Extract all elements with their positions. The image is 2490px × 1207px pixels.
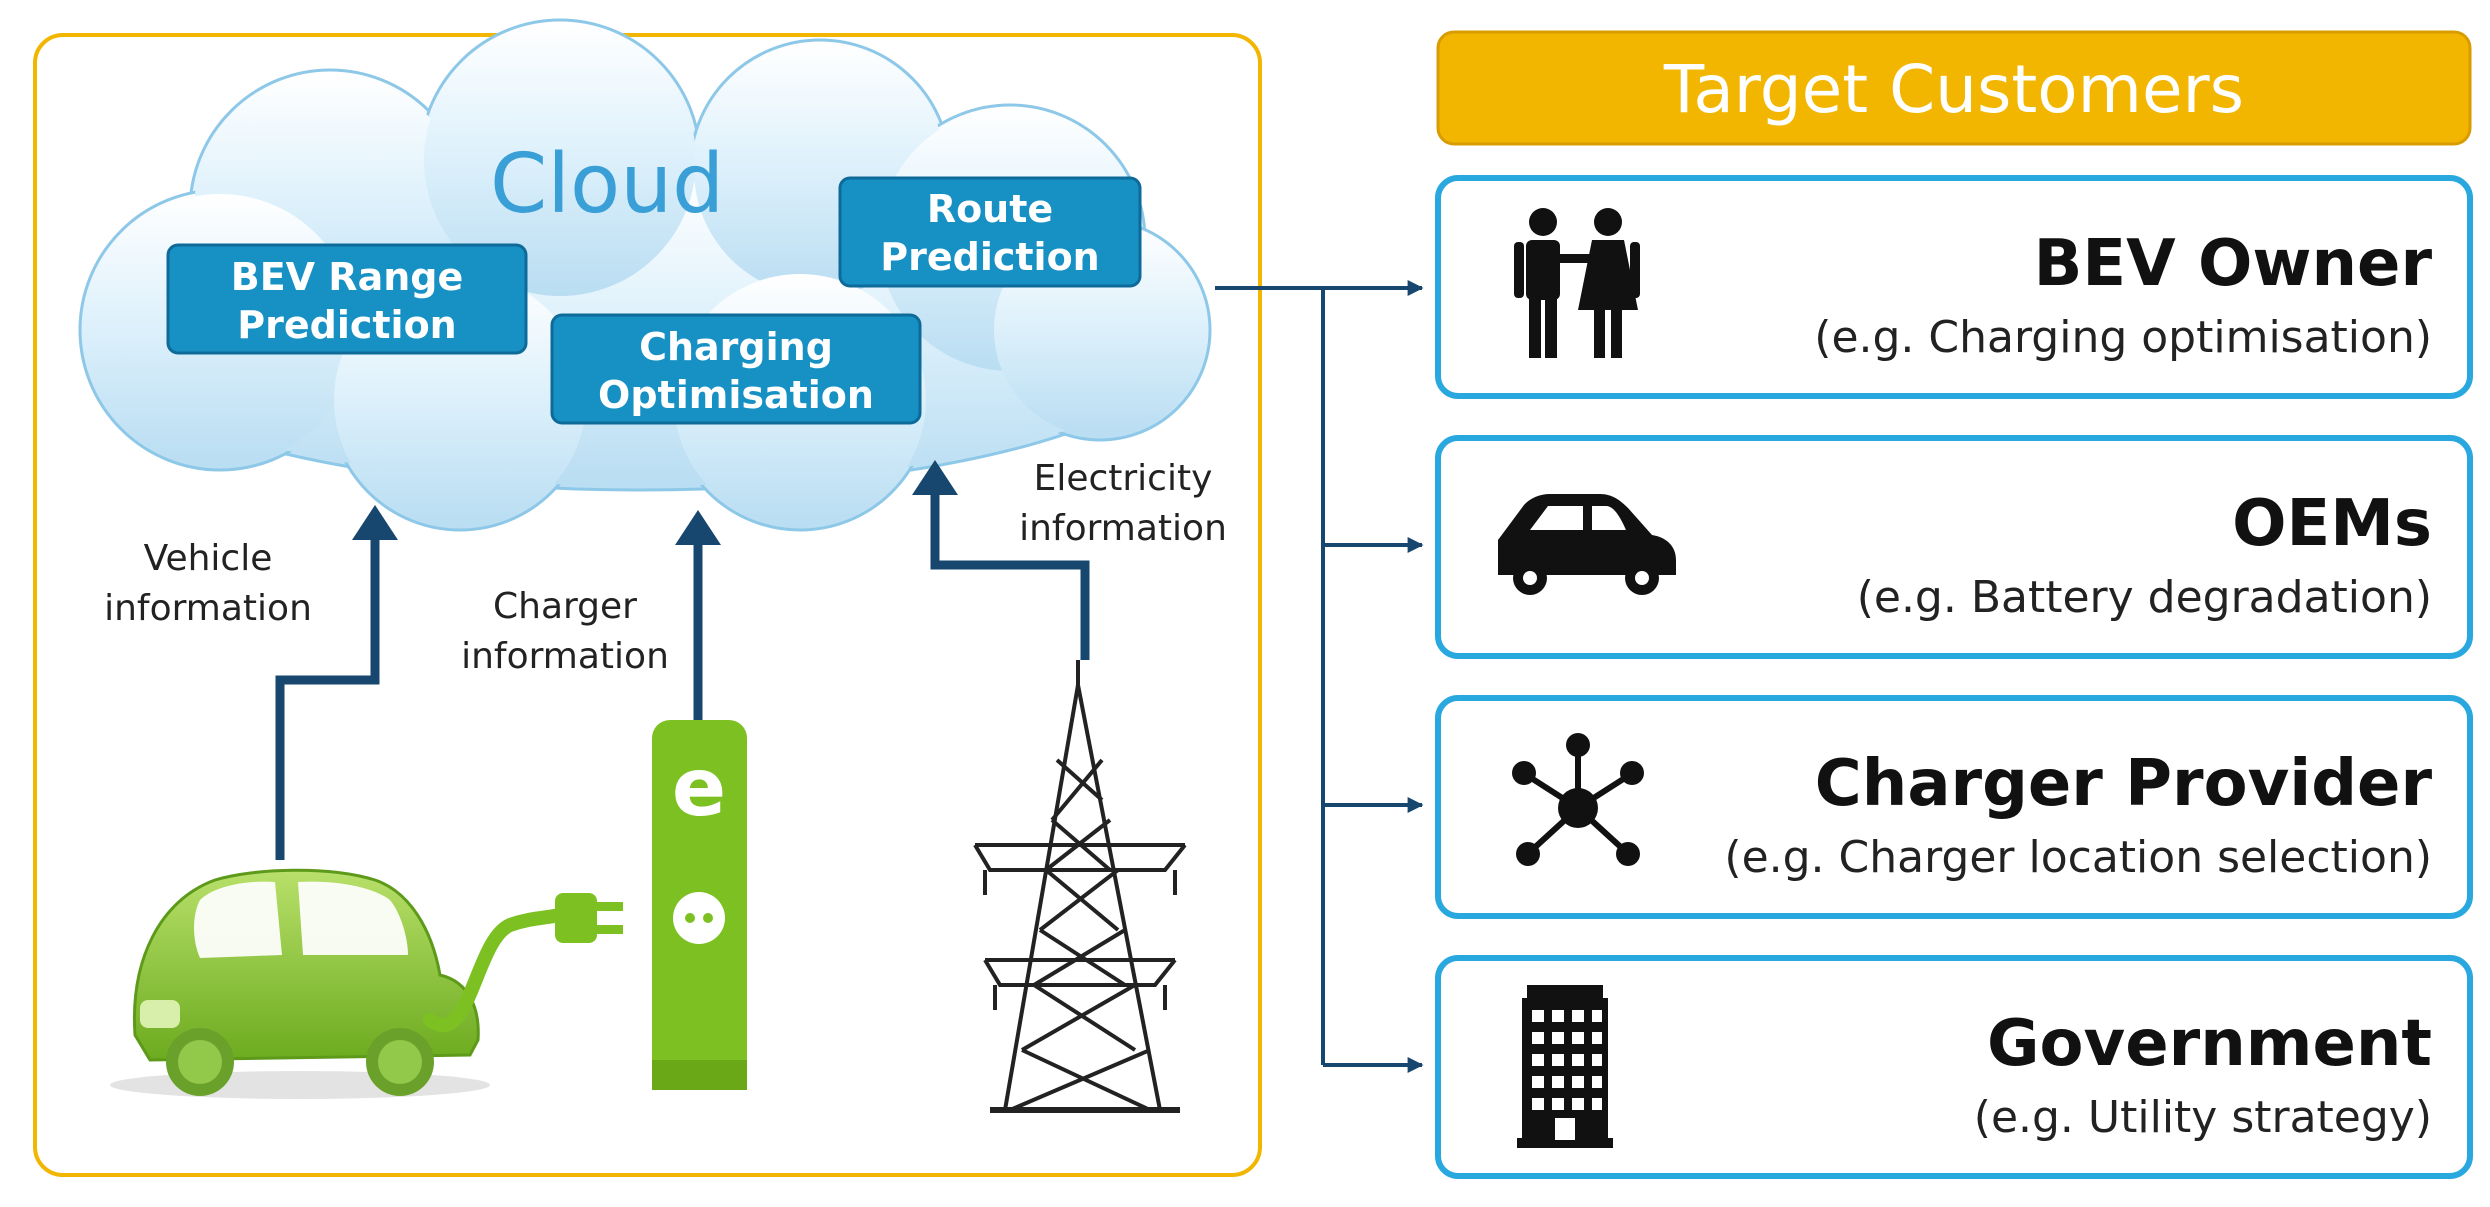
customer-name-charger-provider: Charger Provider [1815,747,2433,821]
service-charging-line2: Optimisation [598,373,874,417]
target-customers-title: Target Customers [1663,51,2244,128]
vehicle-arrowhead [352,505,398,540]
customer-card-bev-owner: BEV Owner (e.g. Charging optimisation) [1435,175,2473,399]
customer-example-charger-provider: (e.g. Charger location selection) [1724,832,2432,883]
service-bev-range-line1: BEV Range [231,255,464,299]
vehicle-info-line2: information [104,588,312,629]
charger-info-line2: information [461,636,669,677]
charger-arrowhead [675,510,721,545]
electricity-info-line2: information [1019,508,1227,549]
electric-car-icon [110,868,490,1099]
customer-example-oems: (e.g. Battery degradation) [1857,572,2432,623]
car-icon [1498,494,1676,595]
electricity-arrowhead [912,460,958,495]
electricity-info-line1: Electricity [1034,458,1213,499]
customer-name-government: Government [1987,1007,2432,1081]
service-bev-range-line2: Prediction [237,303,456,347]
cloud-title: Cloud [490,137,724,232]
customer-name-bev-owner: BEV Owner [2034,227,2433,301]
target-customers-header [1436,30,2472,146]
customer-card-oems: OEMs (e.g. Battery degradation) [1435,435,2473,659]
electricity-info-arrow [930,485,1090,660]
charging-station-letter: e [672,741,726,834]
customer-example-bev-owner: (e.g. Charging optimisation) [1814,312,2432,363]
building-icon [1517,985,1613,1148]
service-route-line2: Prediction [880,235,1099,279]
power-pylon-icon [973,660,1187,1113]
customer-name-oems: OEMs [2232,487,2432,561]
customer-example-government: (e.g. Utility strategy) [1974,1092,2432,1143]
service-route-prediction: Route Prediction [838,176,1142,288]
people-icon [1514,208,1640,358]
service-charging-optimisation: Charging Optimisation [550,313,922,425]
service-charging-line1: Charging [639,325,833,369]
vehicle-info-line1: Vehicle [144,538,273,579]
customer-card-government: Government (e.g. Utility strategy) [1435,955,2473,1179]
charger-info-line1: Charger [493,586,637,627]
customer-card-charger-provider: Charger Provider (e.g. Charger location … [1435,695,2473,919]
vehicle-info-arrow [275,530,380,860]
service-route-line1: Route [927,187,1053,231]
network-icon [1512,733,1644,866]
charging-station-icon [652,720,747,1090]
service-bev-range: BEV Range Prediction [166,243,528,355]
charging-cable [423,893,623,1033]
